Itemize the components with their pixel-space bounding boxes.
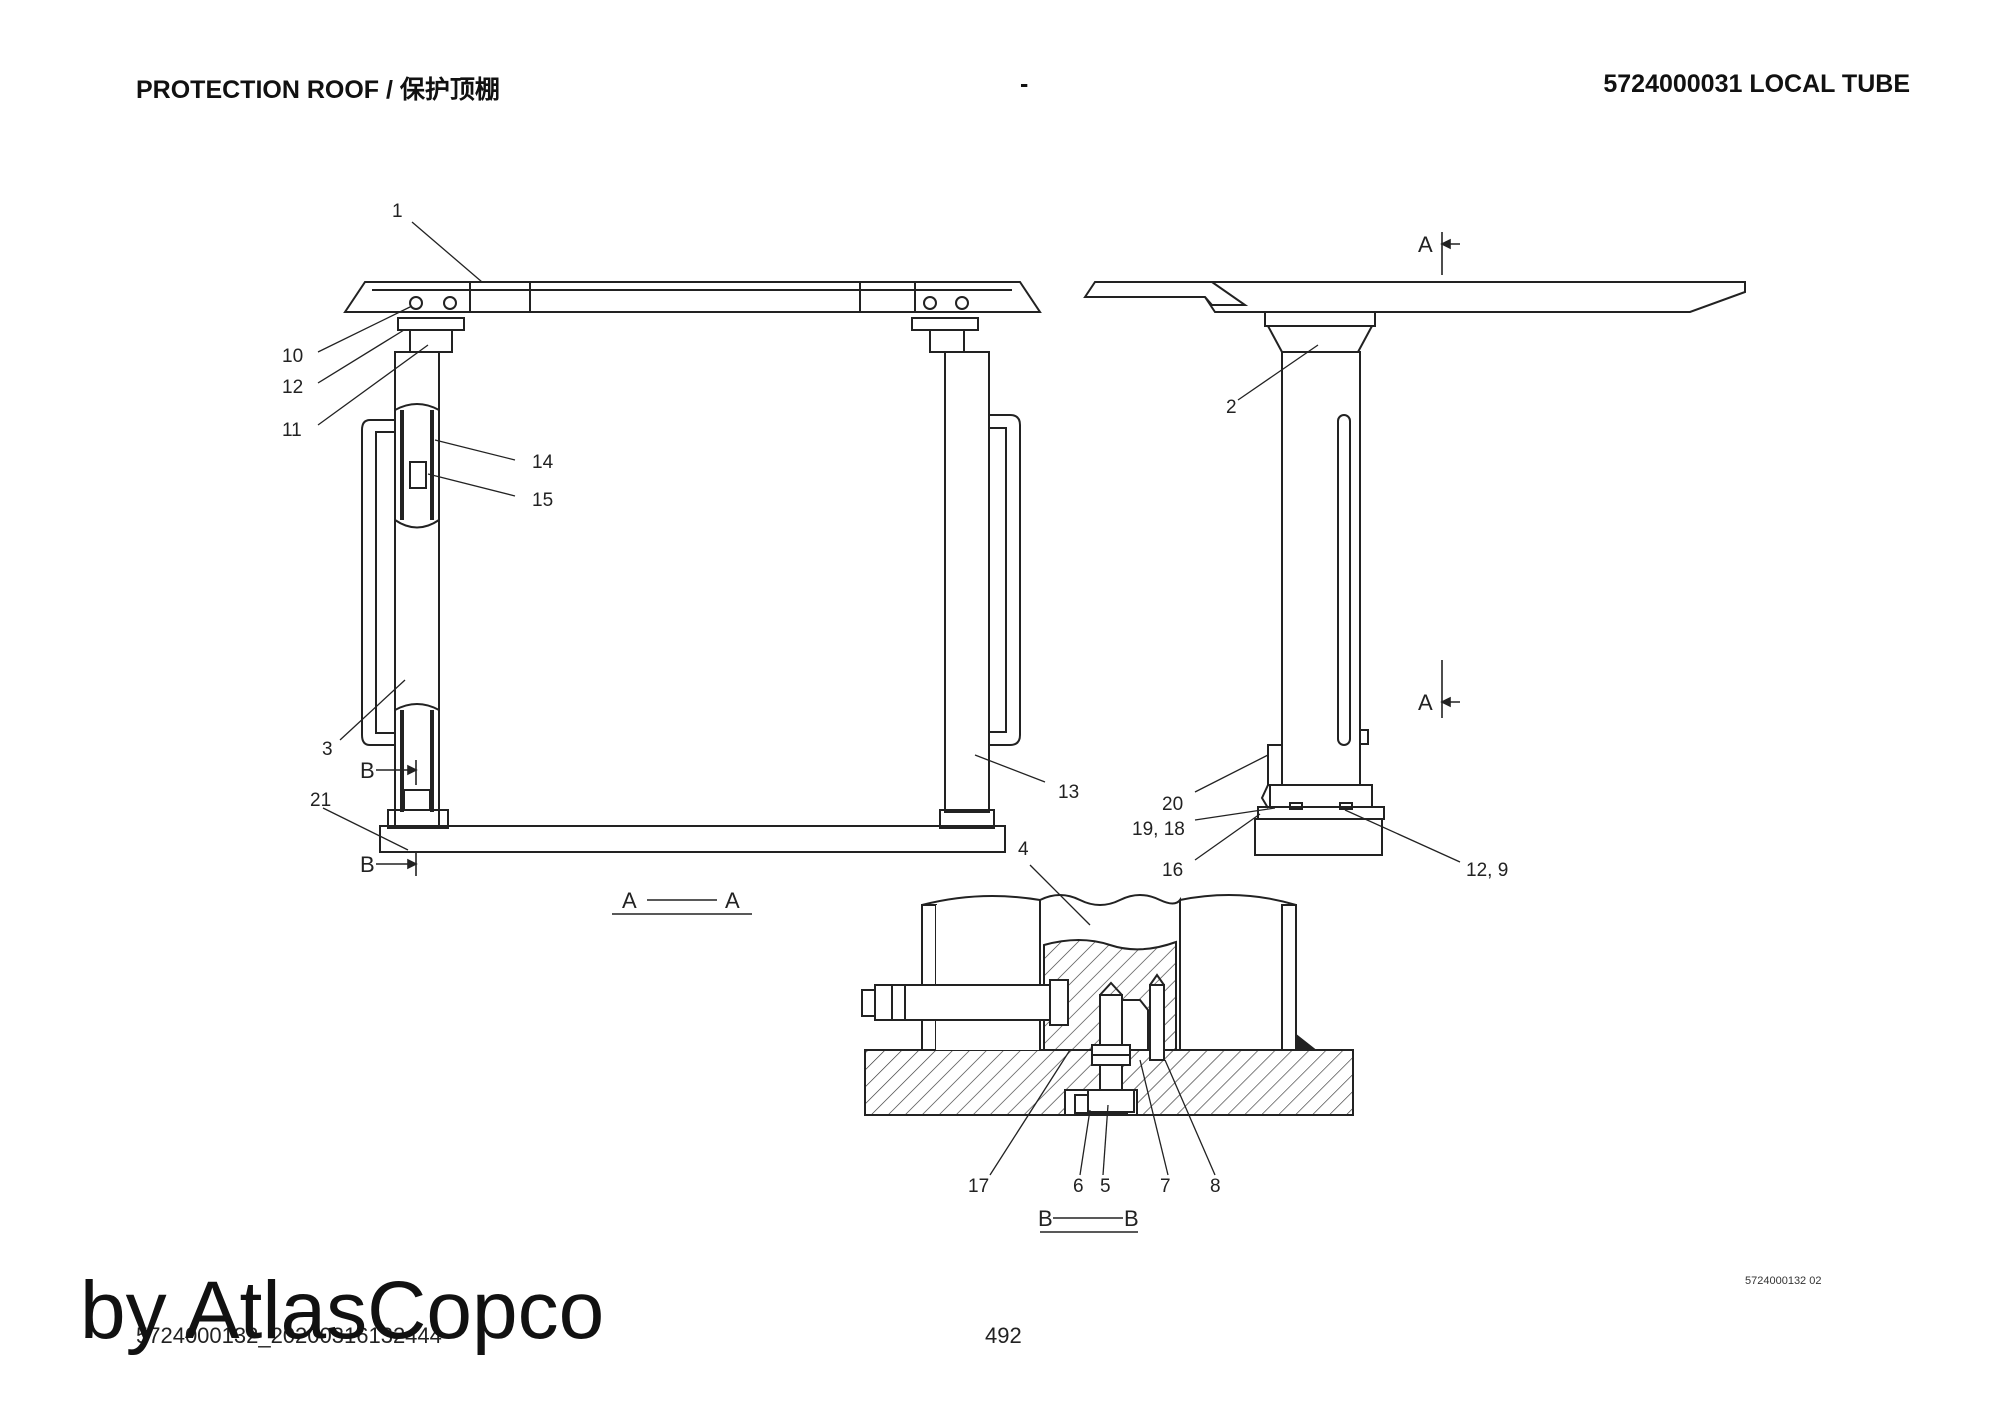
- callout-3: 3: [322, 739, 333, 760]
- base-plate: [379, 825, 1006, 853]
- section-aa-right: A: [725, 888, 740, 913]
- callout-19-18: 19, 18: [1132, 819, 1185, 840]
- detail-b-b: [861, 894, 1354, 1116]
- section-aa-left: A: [622, 888, 637, 913]
- callout-15: 15: [532, 490, 553, 511]
- callout-2: 2: [1226, 397, 1237, 418]
- callout-20: 20: [1162, 794, 1183, 815]
- right-column: [944, 351, 990, 813]
- callout-4: 4: [1018, 839, 1029, 860]
- callout-12: 12: [282, 377, 303, 398]
- callout-14: 14: [532, 452, 554, 473]
- callout-11: 11: [282, 420, 302, 441]
- callout-7: 7: [1160, 1176, 1171, 1197]
- header-separator: -: [1020, 70, 1029, 98]
- watermark: by AtlasCopco: [80, 1265, 605, 1356]
- page-number: 492: [985, 1323, 1022, 1348]
- callout-1: 1: [392, 201, 403, 222]
- section-b-lower: B: [360, 852, 375, 877]
- callout-6: 6: [1073, 1176, 1084, 1197]
- detail-leaders: [989, 864, 1216, 1176]
- front-view: [343, 281, 1042, 853]
- callout-17: 17: [968, 1176, 989, 1197]
- section-b-upper: B: [360, 758, 375, 783]
- drawing-number: 5724000132 02: [1745, 1275, 1822, 1287]
- section-bb-right: B: [1124, 1206, 1139, 1231]
- callout-13: 13: [1058, 782, 1079, 803]
- document-id: 5724000132_20200316132444: [136, 1323, 442, 1348]
- callout-21: 21: [310, 790, 331, 811]
- section-b-markers: [376, 760, 418, 876]
- callout-16: 16: [1162, 860, 1183, 881]
- callout-8: 8: [1210, 1176, 1221, 1197]
- side-view-leaders: [1194, 344, 1461, 863]
- callout-12-9: 12, 9: [1466, 860, 1508, 881]
- side-view: [1083, 281, 1746, 856]
- section-a-upper: A: [1418, 232, 1433, 257]
- section-a-markers: [1440, 232, 1460, 718]
- section-a-lower: A: [1418, 690, 1433, 715]
- roof-panel: [343, 281, 1042, 313]
- header-part-number: 5724000031 LOCAL TUBE: [1603, 70, 1910, 98]
- header-title: PROTECTION ROOF / 保护顶棚: [136, 76, 500, 104]
- callout-5: 5: [1100, 1176, 1111, 1197]
- section-bb-left: B: [1038, 1206, 1053, 1231]
- callout-10: 10: [282, 346, 303, 367]
- front-view-leaders: [317, 221, 1046, 851]
